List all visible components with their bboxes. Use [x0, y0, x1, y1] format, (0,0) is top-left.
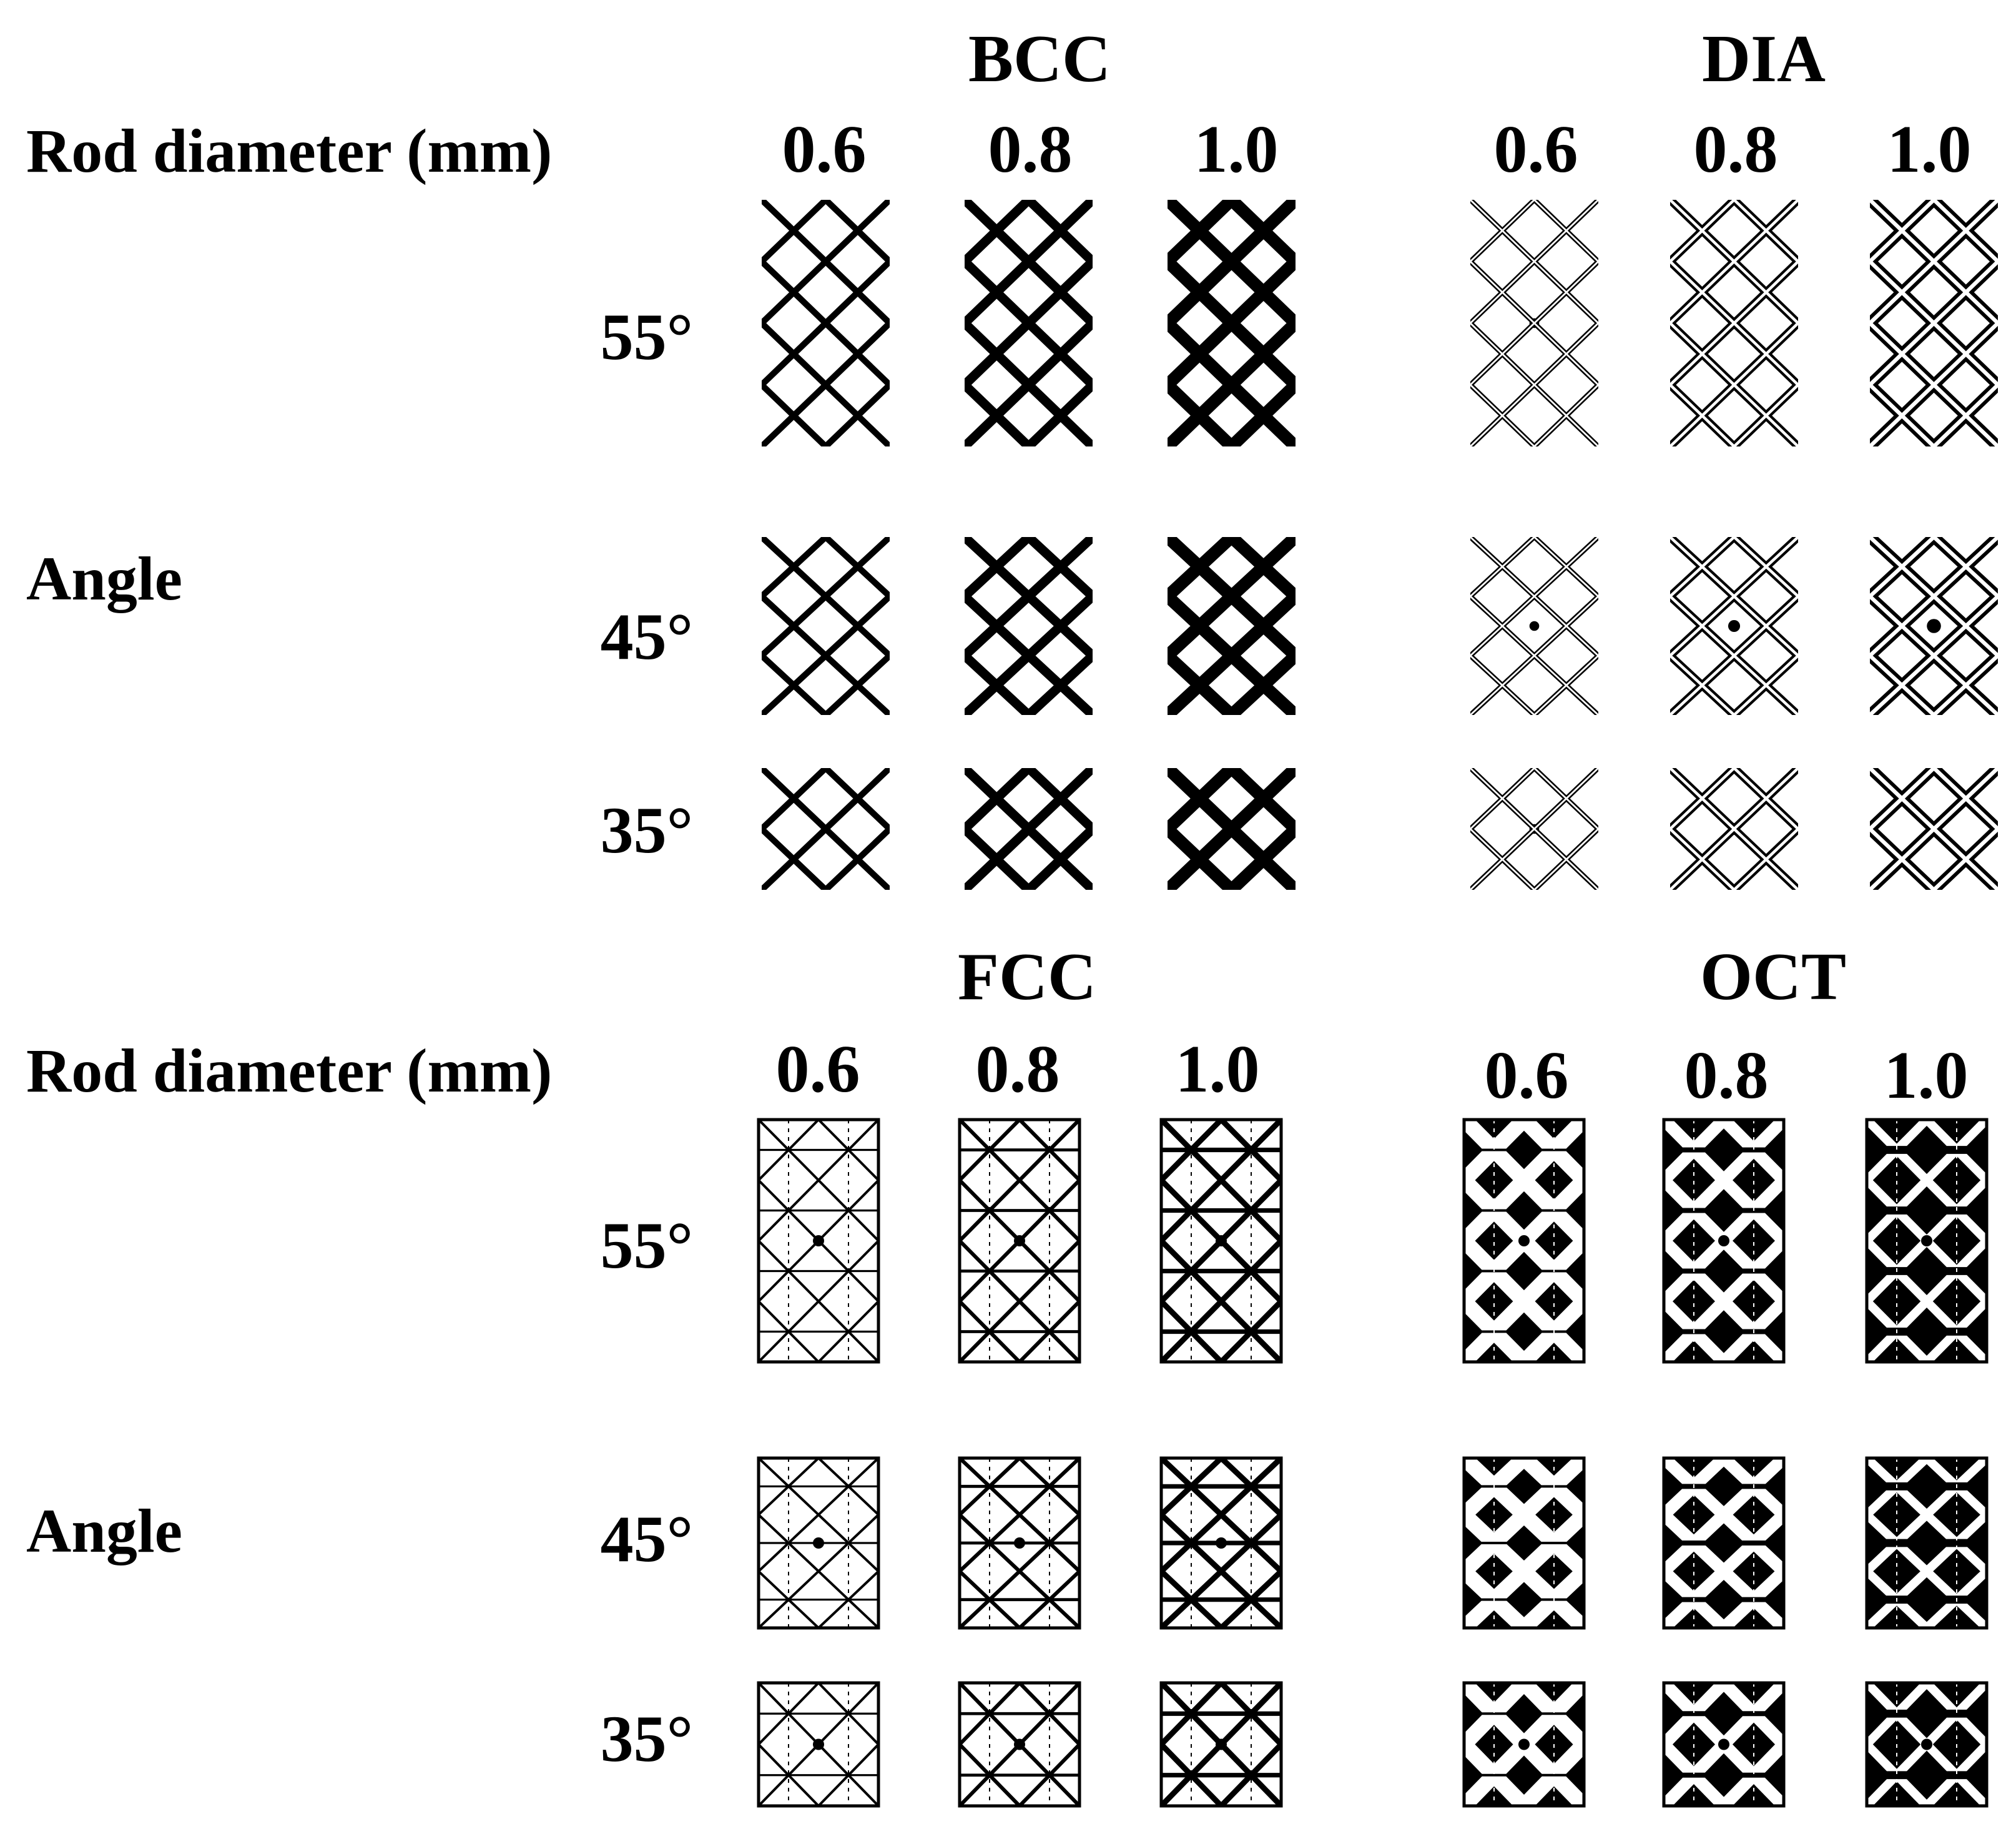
angle-label-top-35: 35°: [601, 794, 693, 867]
bottom-section: FCC OCT Rod diameter (mm) 0.6 0.8 1.0 0.…: [26, 940, 1989, 1808]
group-title-fcc: FCC: [958, 940, 1096, 1014]
diameter-label-bcc-0.8: 0.8: [988, 112, 1073, 187]
rod-diameter-label-bottom: Rod diameter (mm): [26, 1036, 552, 1105]
lattice-oct-55-d1.0: [1865, 1118, 1989, 1364]
lattice-oct-55-d0.6: [1462, 1118, 1586, 1364]
angle-side-label-bottom: Angle: [26, 1496, 182, 1565]
lattice-oct-55-d0.8: [1662, 1118, 1786, 1364]
group-title-bcc: BCC: [968, 22, 1111, 96]
lattice-oct-45-d0.6: [1462, 1456, 1586, 1630]
angle-label-bottom-45: 45°: [601, 1502, 693, 1575]
lattice-grid-bottom: [757, 1118, 1989, 1808]
lattice-dia-35-d1.0: [1870, 768, 1998, 890]
lattice-fcc-45-d1.0: [1159, 1456, 1283, 1630]
angle-side-label-top: Angle: [26, 544, 182, 613]
lattice-fcc-55-d1.0: [1159, 1118, 1283, 1364]
angle-label-top-45: 45°: [601, 600, 693, 673]
lattice-oct-45-d0.8: [1662, 1456, 1786, 1630]
lattice-fcc-35-d1.0: [1159, 1681, 1283, 1808]
diameter-label-oct-0.6: 0.6: [1485, 1038, 1569, 1113]
top-section: BCC DIA Rod diameter (mm) 0.6 0.8 1.0 0.…: [26, 22, 1998, 890]
lattice-bcc-45-d1.0: [1168, 537, 1296, 715]
diameter-label-fcc-0.8: 0.8: [976, 1032, 1060, 1107]
angle-label-bottom-35: 35°: [601, 1702, 693, 1775]
group-title-dia: DIA: [1702, 22, 1826, 96]
lattice-oct-35-d0.8: [1662, 1681, 1786, 1808]
lattice-bcc-55-d0.8: [965, 200, 1093, 446]
angle-label-top-55: 55°: [601, 300, 693, 373]
diameter-label-bcc-1.0: 1.0: [1194, 112, 1279, 187]
lattice-bcc-35-d0.6: [762, 768, 890, 890]
lattice-bcc-35-d0.8: [965, 768, 1093, 890]
diameter-label-fcc-1.0: 1.0: [1176, 1032, 1260, 1107]
diameter-label-fcc-0.6: 0.6: [776, 1032, 860, 1107]
lattice-dia-35-d0.6: [1470, 768, 1598, 890]
lattice-oct-35-d0.6: [1462, 1681, 1586, 1808]
diameter-label-dia-0.8: 0.8: [1694, 112, 1778, 187]
lattice-dia-55-d0.6: [1470, 200, 1598, 446]
lattice-dia-45-d1.0: [1870, 537, 1998, 715]
lattice-dia-45-d0.6: [1470, 537, 1598, 715]
lattice-bcc-45-d0.8: [965, 537, 1093, 715]
lattice-fcc-45-d0.8: [958, 1456, 1081, 1630]
lattice-oct-35-d1.0: [1865, 1681, 1989, 1808]
lattice-bcc-55-d0.6: [762, 200, 890, 446]
diameter-label-bcc-0.6: 0.6: [782, 112, 867, 187]
lattice-dia-55-d1.0: [1870, 200, 1998, 446]
lattice-bcc-55-d1.0: [1168, 200, 1296, 446]
lattice-bcc-35-d1.0: [1168, 768, 1296, 890]
lattice-fcc-35-d0.8: [958, 1681, 1081, 1808]
diameter-label-dia-0.6: 0.6: [1494, 112, 1578, 187]
lattice-dia-35-d0.8: [1670, 768, 1798, 890]
diameter-label-dia-1.0: 1.0: [1887, 112, 1972, 187]
lattice-grid-top: [762, 200, 1998, 890]
lattice-fcc-45-d0.6: [757, 1456, 880, 1630]
lattice-fcc-35-d0.6: [757, 1681, 880, 1808]
lattice-dia-45-d0.8: [1670, 537, 1798, 715]
diameter-label-oct-0.8: 0.8: [1684, 1038, 1769, 1113]
lattice-oct-45-d1.0: [1865, 1456, 1989, 1630]
angle-label-bottom-55: 55°: [601, 1209, 693, 1282]
rod-diameter-label-top: Rod diameter (mm): [26, 116, 552, 185]
lattice-fcc-55-d0.8: [958, 1118, 1081, 1364]
lattice-dia-55-d0.8: [1670, 200, 1798, 446]
diameter-label-oct-1.0: 1.0: [1884, 1038, 1969, 1113]
lattice-bcc-45-d0.6: [762, 537, 890, 715]
lattice-fcc-55-d0.6: [757, 1118, 880, 1364]
group-title-oct: OCT: [1700, 940, 1846, 1014]
